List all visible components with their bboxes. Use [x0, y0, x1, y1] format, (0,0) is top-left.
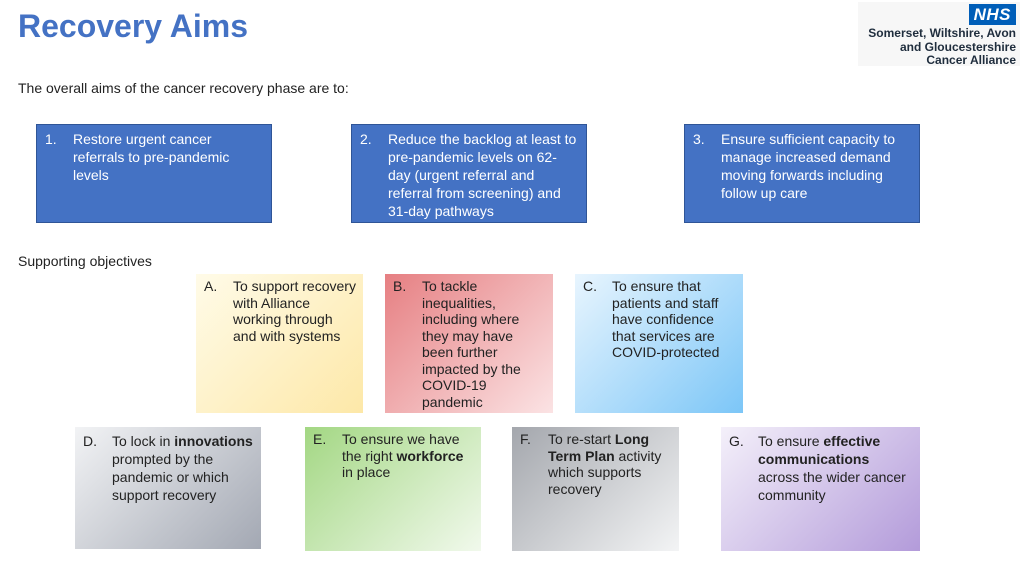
objective-text-bold: effective communications: [758, 433, 881, 467]
objective-text: To ensure that patients and staff have c…: [612, 278, 720, 360]
objective-text: To tackle inequalities, including where …: [422, 278, 521, 410]
objective-text: To lock in innovations prompted by the p…: [112, 432, 255, 504]
objective-text-post: in place: [342, 464, 391, 480]
objective-text: To support recovery with Alliance workin…: [233, 278, 356, 344]
objective-letter: C.: [583, 278, 597, 294]
objective-box-e: E. To ensure we have the right workforce…: [305, 427, 481, 551]
objective-letter: G.: [729, 433, 744, 449]
objective-box-b: B. To tackle inequalities, including whe…: [385, 274, 553, 413]
objective-text-bold: innovations: [174, 433, 253, 449]
aim-box-2: 2. Reduce the backlog at least to pre-pa…: [351, 124, 587, 223]
objective-text-pre: To lock in: [112, 433, 175, 449]
alliance-name: Somerset, Wiltshire, Avon and Gloucester…: [856, 26, 1016, 68]
aim-text: Ensure sufficient capacity to manage inc…: [721, 131, 896, 201]
alliance-name-line2: and Gloucestershire: [899, 39, 1016, 54]
objective-text-pre: To re-start: [548, 431, 615, 447]
objective-letter: F.: [520, 431, 531, 447]
objective-text-post: across the wider cancer community: [758, 469, 906, 503]
objective-text-pre: To ensure we have the right: [342, 431, 460, 464]
objective-letter: A.: [204, 278, 218, 294]
objective-text-post: activity which supports recovery: [548, 447, 662, 497]
alliance-name-line3: Cancer Alliance: [926, 53, 1016, 67]
aim-number: 3.: [693, 131, 705, 147]
supporting-objectives-label: Supporting objectives: [18, 253, 152, 269]
objective-text: To ensure we have the right workforce in…: [342, 431, 475, 481]
objective-text-bold: workforce: [396, 447, 464, 464]
objective-box-f: F. To re-start Long Term Plan activity w…: [512, 427, 679, 551]
aim-box-1: 1. Restore urgent cancer referrals to pr…: [36, 124, 272, 223]
aim-number: 2.: [360, 131, 372, 147]
aim-text: Restore urgent cancer referrals to pre-p…: [73, 131, 230, 183]
objective-letter: E.: [313, 431, 327, 447]
objective-box-c: C. To ensure that patients and staff hav…: [575, 274, 743, 413]
aim-box-3: 3. Ensure sufficient capacity to manage …: [684, 124, 920, 223]
objective-text-pre: To ensure: [758, 433, 824, 449]
intro-text: The overall aims of the cancer recovery …: [18, 80, 349, 96]
objective-letter: D.: [83, 433, 97, 449]
objective-text-bold: Long Term Plan: [548, 431, 650, 464]
nhs-alliance-logo: NHS Somerset, Wiltshire, Avon and Glouce…: [856, 2, 1020, 68]
alliance-name-line1: Somerset, Wiltshire, Avon: [868, 26, 1016, 40]
aim-text: Reduce the backlog at least to pre-pande…: [388, 131, 577, 219]
objective-box-g: G. To ensure effective communications ac…: [721, 427, 920, 551]
objective-text: To re-start Long Term Plan activity whic…: [548, 431, 673, 497]
page-title: Recovery Aims: [18, 8, 249, 44]
objective-text: To ensure effective communications acros…: [758, 432, 914, 504]
objective-letter: B.: [393, 278, 407, 294]
nhs-logo-badge: NHS: [968, 4, 1016, 25]
objective-text-post: prompted by the pandemic or which suppor…: [112, 451, 229, 503]
objective-box-d: D. To lock in innovations prompted by th…: [75, 427, 261, 549]
aim-number: 1.: [45, 131, 57, 147]
objective-box-a: A. To support recovery with Alliance wor…: [196, 274, 363, 413]
